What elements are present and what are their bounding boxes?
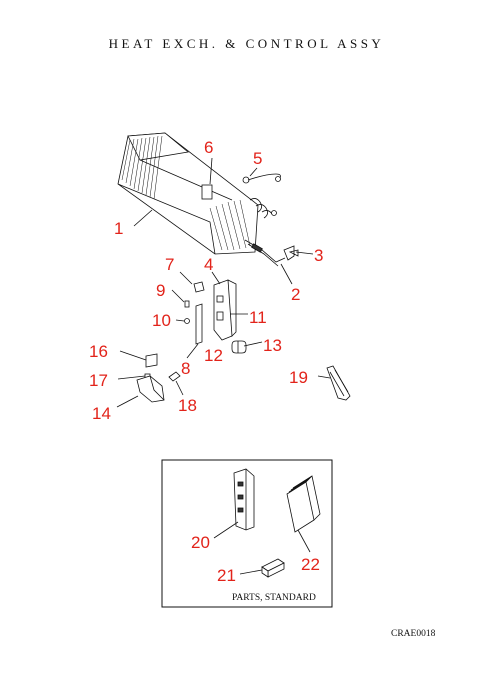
callout-5: 5 bbox=[253, 149, 262, 168]
heat-exchanger bbox=[117, 132, 277, 255]
callout-19: 19 bbox=[289, 368, 308, 387]
callout-21: 21 bbox=[217, 566, 236, 585]
plate bbox=[145, 353, 158, 368]
callout-17: 17 bbox=[89, 371, 108, 390]
manual-booklet bbox=[286, 475, 321, 533]
drawing-code: CRAE0018 bbox=[391, 629, 436, 639]
callout-20: 20 bbox=[191, 533, 210, 552]
callout-22: 22 bbox=[301, 555, 320, 574]
callout-2: 2 bbox=[291, 285, 300, 304]
hx-bracket bbox=[201, 184, 213, 200]
page-title: HEAT EXCH. & CONTROL ASSY bbox=[108, 36, 385, 51]
callout-11: 11 bbox=[249, 308, 267, 327]
callout-16: 16 bbox=[89, 342, 108, 361]
standard-parts-box bbox=[161, 459, 333, 608]
cap bbox=[168, 371, 181, 382]
clip bbox=[283, 245, 299, 261]
thermistor bbox=[242, 173, 281, 184]
callout-9: 9 bbox=[156, 281, 165, 300]
callout-10: 10 bbox=[152, 311, 171, 330]
remote-holder bbox=[326, 365, 351, 401]
box-leader-lines bbox=[213, 521, 311, 575]
callout-18: 18 bbox=[178, 396, 197, 415]
callout-13: 13 bbox=[263, 336, 282, 355]
holder bbox=[193, 281, 205, 293]
strip bbox=[195, 303, 203, 345]
callout-3: 3 bbox=[314, 246, 323, 265]
mounting-bracket bbox=[233, 468, 255, 531]
connector bbox=[231, 340, 247, 354]
callout-12: 12 bbox=[204, 346, 223, 365]
spacer bbox=[184, 300, 190, 308]
batteries bbox=[261, 558, 285, 578]
terminal-holder bbox=[136, 375, 165, 403]
callout-7: 7 bbox=[165, 255, 174, 274]
control-bracket bbox=[213, 279, 237, 341]
callouts: 1 2 3 4 5 6 7 8 9 10 11 12 13 14 16 17 1… bbox=[89, 138, 323, 585]
callout-6: 6 bbox=[204, 138, 213, 157]
callout-4: 4 bbox=[204, 255, 213, 274]
sensor-pipe bbox=[244, 239, 286, 267]
callout-14: 14 bbox=[92, 404, 111, 423]
washer bbox=[184, 318, 190, 324]
leader-lines bbox=[116, 157, 331, 408]
callout-1: 1 bbox=[114, 219, 123, 238]
callout-8: 8 bbox=[181, 359, 190, 378]
standard-parts-label: PARTS, STANDARD bbox=[232, 593, 316, 603]
